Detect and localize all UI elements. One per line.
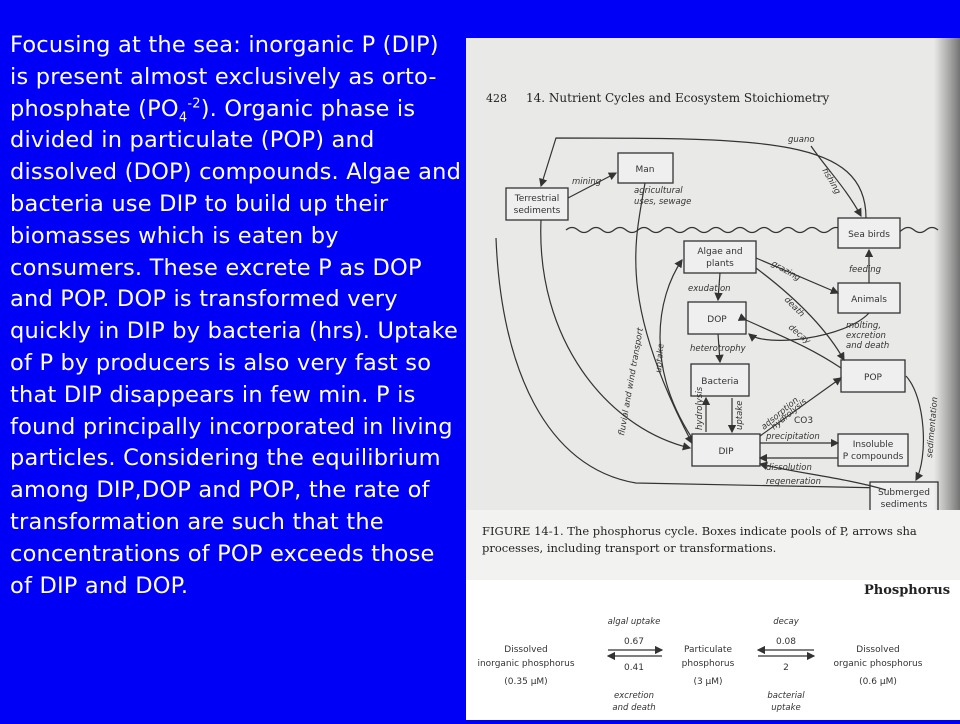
box-insoluble-label-1: Insoluble <box>853 440 894 450</box>
arrow-decay <box>737 313 842 369</box>
label-regeneration: regeneration <box>766 477 821 487</box>
box-insoluble-p <box>837 433 909 467</box>
box-bacteria-label: Bacteria <box>701 377 738 387</box>
rates-right-concentration: (0.6 μM) <box>859 677 897 687</box>
rates-excretion-label-1: excretion <box>614 691 654 701</box>
arrow-adsorption <box>759 377 842 437</box>
label-dissolution: dissolution <box>766 463 812 473</box>
label-co3: CO3 <box>794 416 813 426</box>
arrow-mining <box>567 172 618 199</box>
arrow-guano <box>539 137 867 219</box>
box-insoluble-label-2: P compounds <box>843 452 904 462</box>
box-terrestrial-label-1: Terrestrial <box>514 194 560 204</box>
rates-left-label-2: inorganic phosphorus <box>477 659 574 669</box>
label-uptake-vertical: uptake <box>735 401 745 430</box>
rates-diagram-svg: Phosphorus Dissolved inorganic phosphoru… <box>477 583 950 713</box>
arrow-agricultural <box>635 182 693 445</box>
figure-caption-band: FIGURE 14-1. The phosphorus cycle. Boxes… <box>466 510 960 580</box>
rates-bacterial-label-2: uptake <box>771 703 800 713</box>
box-submerged-label-2: sediments <box>881 500 928 510</box>
rates-bacterial-label-1: bacterial <box>767 691 805 701</box>
box-man <box>617 152 674 184</box>
arrow-sedimentation <box>905 375 924 482</box>
chapter-title: 14. Nutrient Cycles and Ecosystem Stoich… <box>526 91 830 105</box>
page-edge-shadow <box>934 38 960 578</box>
box-terrestrial-sediments <box>505 187 569 221</box>
label-transport: fluvial and wind transport <box>617 326 646 436</box>
arrow-regeneration <box>758 461 887 491</box>
arrow-death <box>755 267 845 362</box>
box-pop <box>840 359 906 393</box>
box-dip <box>691 433 761 467</box>
label-molting-2: excretion <box>846 331 886 341</box>
arrow-transport <box>540 219 692 451</box>
arrow-heterotrophy <box>715 333 724 364</box>
box-animals <box>837 282 901 314</box>
box-dip-label: DIP <box>718 447 734 457</box>
arrow-fishing <box>810 145 862 218</box>
phosphorus-rates-figure: Phosphorus Dissolved inorganic phosphoru… <box>466 580 960 720</box>
figure-caption-svg: FIGURE 14-1. The phosphorus cycle. Boxes… <box>482 524 917 555</box>
label-grazing: grazing <box>770 259 803 284</box>
rates-decay-label: decay <box>773 617 800 627</box>
box-terrestrial-label-2: sediments <box>514 206 561 216</box>
sea-bed-line <box>495 237 887 489</box>
rates-algal-uptake-label: algal uptake <box>608 617 661 627</box>
rates-right-label-2: organic phosphorus <box>834 659 923 669</box>
box-algae-label-1: Algae and <box>697 247 742 257</box>
arrow-uptake-left <box>659 259 693 439</box>
label-agricultural-2: uses, sewage <box>634 197 691 207</box>
label-molting-3: and death <box>846 341 889 351</box>
label-hydrolysis-vertical: hydrolysis <box>695 386 705 430</box>
phosphorus-cycle-figure: 428 14. Nutrient Cycles and Ecosystem St… <box>466 38 960 578</box>
label-fishing: fishing <box>819 167 842 197</box>
box-dop-label: DOP <box>707 315 727 325</box>
box-bacteria <box>690 363 750 397</box>
rates-right-label-1: Dissolved <box>856 645 899 655</box>
figure-caption-line-1: FIGURE 14-1. The phosphorus cycle. Boxes… <box>482 524 917 538</box>
label-feeding: feeding <box>849 265 882 275</box>
rates-heading: Phosphorus <box>864 583 950 598</box>
rates-a-back-value: 0.41 <box>624 663 644 673</box>
box-submerged-label-1: Submerged <box>878 488 930 498</box>
rates-mid-label-2: phosphorus <box>682 659 735 669</box>
box-animals-label: Animals <box>851 295 887 305</box>
label-agricultural-1: agricultural <box>634 186 683 196</box>
rates-mid-concentration: (3 μM) <box>693 677 722 687</box>
page-number: 428 <box>486 92 507 105</box>
superscript: -2 <box>187 96 201 112</box>
rates-excretion-label-2: and death <box>612 703 655 713</box>
slide-body-text: Focusing at the sea: inorganic P (DIP) i… <box>10 32 462 599</box>
box-pop-label: POP <box>864 373 883 383</box>
label-molting-1: molting, <box>846 321 881 331</box>
rates-b-back-value: 2 <box>783 663 789 673</box>
label-decay: decay <box>786 323 813 348</box>
rates-left-concentration: (0.35 μM) <box>504 677 547 687</box>
label-guano: guano <box>788 135 815 145</box>
box-submerged-sediments <box>869 481 939 515</box>
box-sea-birds-label: Sea birds <box>848 230 890 240</box>
label-exudation: exudation <box>688 284 731 294</box>
box-sea-birds <box>837 217 901 249</box>
arrow-exudation <box>714 272 723 302</box>
label-mining: mining <box>572 177 602 187</box>
arrow-molting <box>748 312 870 342</box>
box-man-label: Man <box>636 165 655 175</box>
subscript: 4 <box>178 110 188 126</box>
label-uptake-left: uptake <box>654 343 667 373</box>
label-precipitation: precipitation <box>765 432 820 442</box>
label-heterotrophy: heterotrophy <box>690 344 747 354</box>
box-algae-label-2: plants <box>706 259 734 269</box>
figure-caption-line-2: processes, including transport or transf… <box>482 541 776 555</box>
arrow-grazing <box>755 257 840 295</box>
rates-a-forward-value: 0.67 <box>624 637 644 647</box>
rates-left-label-1: Dissolved <box>504 645 547 655</box>
cycle-diagram-svg: 428 14. Nutrient Cycles and Ecosystem St… <box>486 91 940 515</box>
rates-mid-label-1: Particulate <box>684 645 732 655</box>
rates-b-forward-value: 0.08 <box>776 637 796 647</box>
